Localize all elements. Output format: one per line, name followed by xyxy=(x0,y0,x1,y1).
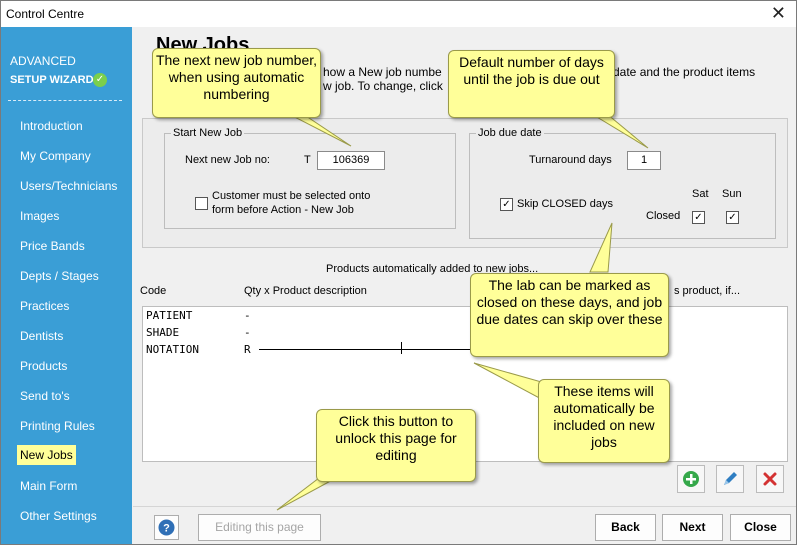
start-new-job-legend: Start New Job xyxy=(171,127,245,139)
tail-auto-items xyxy=(473,362,546,402)
notation-line xyxy=(259,349,471,350)
list-item-code[interactable]: PATIENT xyxy=(146,309,193,322)
close-window-icon[interactable]: ✕ xyxy=(770,3,786,23)
sun-closed-checkbox[interactable]: ✓ xyxy=(726,211,739,224)
sidebar-item-products[interactable]: Products xyxy=(20,359,68,373)
skip-closed-checkbox[interactable]: ✓ xyxy=(500,198,513,211)
tail-due-days xyxy=(590,113,649,149)
next-button[interactable]: Next xyxy=(662,514,723,541)
sidebar-item-introduction[interactable]: Introduction xyxy=(20,119,83,133)
sidebar-item-images[interactable]: Images xyxy=(20,209,60,223)
job-due-date-group: Job due date Turnaround days 1 ✓ Skip CL… xyxy=(469,127,776,239)
desc-line1b: date and the product items xyxy=(613,65,756,79)
back-button[interactable]: Back xyxy=(595,514,656,541)
turnaround-days-input[interactable]: 1 xyxy=(627,151,661,170)
svg-text:?: ? xyxy=(163,523,170,535)
column-header-qty-description[interactable]: Qty x Product description xyxy=(244,285,367,297)
close-button[interactable]: Close xyxy=(730,514,791,541)
sidebar-divider xyxy=(8,100,122,101)
list-item-code[interactable]: SHADE xyxy=(146,326,180,339)
sidebar-item-users-technicians[interactable]: Users/Technicians xyxy=(20,179,118,193)
delete-product-button[interactable] xyxy=(756,465,784,493)
wizard-heading-line1: ADVANCED xyxy=(10,54,76,68)
list-item-code[interactable]: NOTATION xyxy=(146,343,199,356)
help-button[interactable]: ? xyxy=(154,515,179,540)
customer-required-label-line2: form before Action - New Job xyxy=(212,204,354,216)
sidebar-item-dentists[interactable]: Dentists xyxy=(20,329,64,343)
desc-line1: how a New job numbe xyxy=(323,65,442,79)
sidebar-item-practices[interactable]: Practices xyxy=(20,299,70,313)
wizard-heading-line2: SETUP WIZARD xyxy=(10,74,94,86)
customer-required-label-line1: Customer must be selected onto xyxy=(212,190,371,202)
sidebar-item-my-company[interactable]: My Company xyxy=(20,149,91,163)
sidebar-item-send-tos[interactable]: Send to's xyxy=(20,389,70,403)
skip-closed-label: Skip CLOSED days xyxy=(517,198,613,210)
next-job-number-input[interactable]: 106369 xyxy=(317,151,385,170)
list-item-qty[interactable]: - xyxy=(244,326,251,339)
tail-closed-days xyxy=(589,222,613,273)
sidebar-item-new-jobs[interactable]: New Jobs xyxy=(17,445,76,465)
callout-closed-days: The lab can be marked as closed on these… xyxy=(470,273,669,357)
sidebar-item-other-settings[interactable]: Other Settings xyxy=(20,509,97,523)
sun-label: Sun xyxy=(722,188,742,200)
start-new-job-group: Start New Job Next new Job no: T 106369 … xyxy=(164,127,456,229)
pencil-icon xyxy=(724,472,737,485)
callout-due-days: Default number of days until the job is … xyxy=(448,50,615,118)
tail-unlock xyxy=(276,477,337,511)
settings-panel: Start New Job Next new Job no: T 106369 … xyxy=(142,118,788,248)
delete-icon xyxy=(763,472,777,486)
next-job-label: Next new Job no: xyxy=(185,154,270,166)
help-icon: ? xyxy=(158,519,175,536)
editing-this-page-button[interactable]: Editing this page xyxy=(198,514,321,541)
callout-job-number: The next new job number, when using auto… xyxy=(152,48,321,118)
sidebar-item-printing-rules[interactable]: Printing Rules xyxy=(20,419,95,433)
products-section-title: Products automatically added to new jobs… xyxy=(326,263,539,275)
window-title: Control Centre xyxy=(6,7,85,21)
sidebar: ADVANCED SETUP WIZARD ✓ Introduction My … xyxy=(1,27,132,544)
list-item-qty[interactable]: - xyxy=(244,309,251,322)
closed-label: Closed xyxy=(646,210,681,222)
check-circle-icon: ✓ xyxy=(93,73,107,87)
list-item-qty[interactable]: R xyxy=(244,343,251,356)
notation-tick xyxy=(401,342,402,354)
column-header-code[interactable]: Code xyxy=(140,285,167,297)
sidebar-item-main-form[interactable]: Main Form xyxy=(20,479,78,493)
add-icon xyxy=(683,471,699,487)
job-due-date-legend: Job due date xyxy=(476,127,544,139)
sat-closed-checkbox[interactable]: ✓ xyxy=(692,211,705,224)
title-bar: Control Centre ✕ xyxy=(1,1,796,27)
desc-line2: w job. To change, click xyxy=(323,79,443,93)
page-description: how a New job numbe date and the product… xyxy=(323,65,771,93)
sat-label: Sat xyxy=(692,188,709,200)
add-product-button[interactable] xyxy=(677,465,705,493)
turnaround-label: Turnaround days xyxy=(529,154,612,166)
job-prefix: T xyxy=(304,154,311,166)
customer-required-checkbox[interactable] xyxy=(195,197,208,210)
sidebar-item-depts-stages[interactable]: Depts / Stages xyxy=(20,269,99,283)
column-header-extra[interactable]: s product, if... xyxy=(674,285,741,297)
sidebar-item-price-bands[interactable]: Price Bands xyxy=(20,239,85,253)
callout-unlock: Click this button to unlock this page fo… xyxy=(316,409,476,482)
edit-product-button[interactable] xyxy=(716,465,744,493)
callout-auto-items: These items will automatically be includ… xyxy=(538,379,670,463)
